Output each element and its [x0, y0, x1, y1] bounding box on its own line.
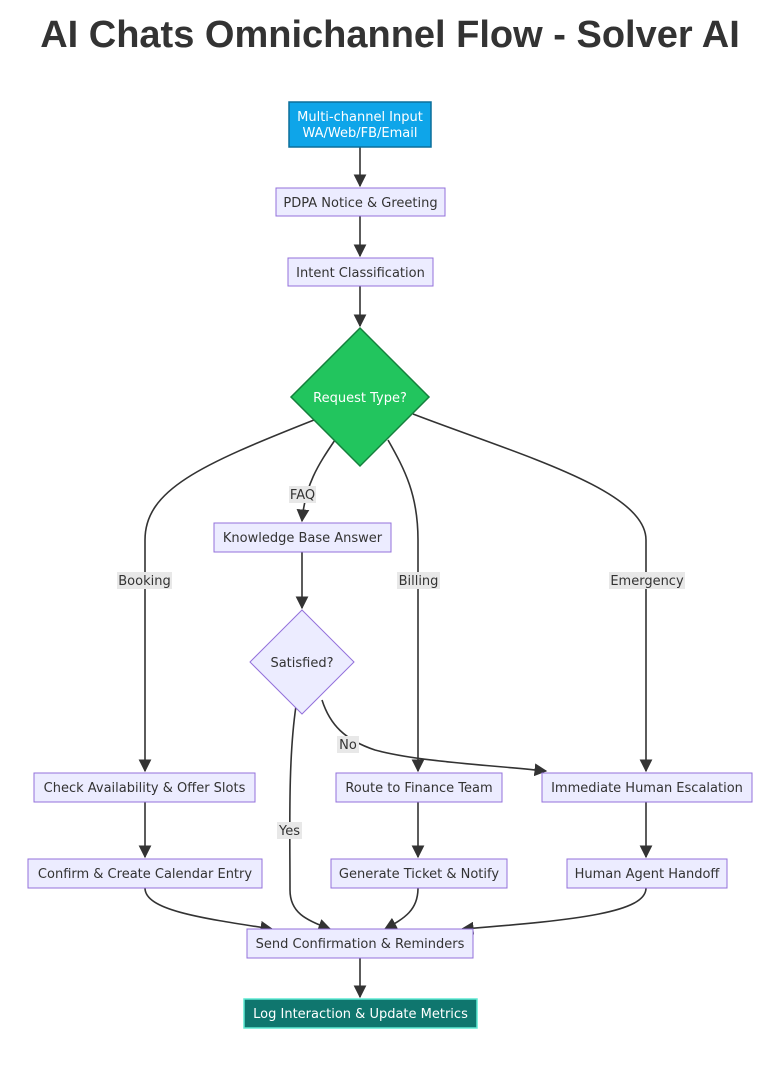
node-satisfied-text: Satisfied? — [270, 656, 333, 671]
edge-label-billing-text: Billing — [399, 574, 439, 589]
node-intent-text: Intent Classification — [296, 266, 425, 281]
node-check-availability-text: Check Availability & Offer Slots — [44, 781, 246, 796]
edge-label-yes-text: Yes — [278, 824, 300, 839]
node-kb-answer: Knowledge Base Answer — [213, 522, 392, 553]
node-kb-answer-text: Knowledge Base Answer — [223, 531, 383, 546]
edges — [138, 147, 653, 999]
node-input: Multi-channel Input WA/Web/FB/Email — [288, 101, 432, 148]
node-pdpa-text: PDPA Notice & Greeting — [283, 196, 437, 211]
node-request-type: Request Type? — [289, 326, 431, 468]
node-send-confirmation: Send Confirmation & Reminders — [246, 928, 474, 959]
edge-label-yes: Yes — [277, 822, 302, 839]
edge-request-billing — [387, 439, 425, 773]
node-request-type-text: Request Type? — [313, 391, 407, 406]
edge-label-no-text: No — [339, 738, 357, 753]
node-escalation-text: Immediate Human Escalation — [551, 781, 743, 796]
edge-confirm-send — [144, 887, 274, 934]
edge-handoff-send — [460, 887, 647, 935]
edge-label-booking-text: Booking — [118, 574, 170, 589]
node-route-finance: Route to Finance Team — [335, 772, 503, 803]
node-pdpa: PDPA Notice & Greeting — [275, 187, 446, 217]
node-log-interaction: Log Interaction & Update Metrics — [243, 998, 478, 1029]
edge-labels: FAQ Booking Billing Emergency No Yes — [117, 486, 685, 839]
node-input-line1: Multi-channel Input — [297, 110, 423, 125]
edge-label-emergency-text: Emergency — [610, 574, 684, 589]
diagram-title: AI Chats Omnichannel Flow - Solver AI — [40, 14, 740, 56]
node-generate-ticket-text: Generate Ticket & Notify — [339, 867, 499, 882]
edge-request-emergency — [412, 413, 653, 773]
node-confirm-calendar-text: Confirm & Create Calendar Entry — [38, 867, 252, 882]
node-generate-ticket: Generate Ticket & Notify — [330, 858, 508, 889]
edge-label-faq: FAQ — [289, 486, 316, 503]
node-send-confirmation-text: Send Confirmation & Reminders — [256, 937, 465, 952]
nodes: Multi-channel Input WA/Web/FB/Email PDPA… — [27, 101, 753, 1029]
edge-label-booking: Booking — [117, 572, 172, 589]
node-log-interaction-text: Log Interaction & Update Metrics — [253, 1007, 468, 1022]
edge-label-emergency: Emergency — [609, 572, 685, 589]
node-route-finance-text: Route to Finance Team — [345, 781, 492, 796]
node-input-line2: WA/Web/FB/Email — [303, 126, 418, 141]
node-confirm-calendar: Confirm & Create Calendar Entry — [27, 858, 263, 889]
edge-label-no: No — [337, 736, 359, 753]
node-check-availability: Check Availability & Offer Slots — [33, 772, 256, 803]
node-agent-handoff: Human Agent Handoff — [566, 858, 728, 889]
node-escalation: Immediate Human Escalation — [541, 772, 753, 803]
edge-request-faq — [296, 439, 336, 523]
edge-label-billing: Billing — [397, 572, 440, 589]
edge-label-faq-text: FAQ — [290, 488, 315, 503]
edge-satisfied-yes — [288, 705, 332, 932]
edge-request-booking — [138, 419, 315, 773]
node-agent-handoff-text: Human Agent Handoff — [575, 867, 721, 882]
edge-satisfied-no — [321, 699, 548, 777]
node-intent: Intent Classification — [287, 257, 434, 287]
edge-ticket-send — [383, 887, 419, 930]
node-satisfied: Satisfied? — [249, 609, 355, 715]
